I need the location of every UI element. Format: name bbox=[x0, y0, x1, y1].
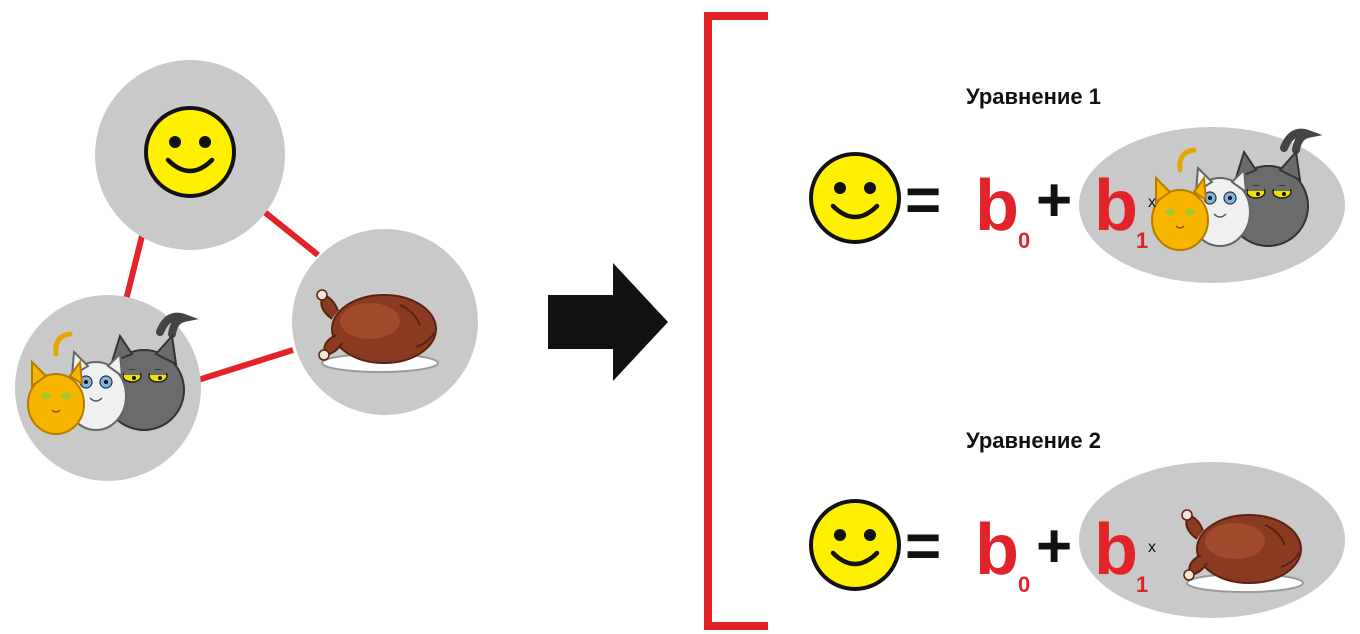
node-smiley bbox=[95, 60, 285, 250]
edge-smiley-cats bbox=[126, 236, 142, 300]
equation-1-smiley bbox=[811, 154, 899, 242]
equation-1-b0-subscript: 0 bbox=[1018, 230, 1030, 252]
equation-1-b0: b bbox=[975, 170, 1019, 242]
smiley-icon bbox=[146, 108, 234, 196]
equation-2-b0-subscript: 0 bbox=[1018, 574, 1030, 596]
equation-1-plus: + bbox=[1036, 170, 1072, 232]
smiley-icon bbox=[811, 501, 899, 589]
equation-2-equals: = bbox=[905, 516, 941, 578]
equation-2-smiley bbox=[811, 501, 899, 589]
equation-2-b0: b bbox=[975, 514, 1019, 586]
equation-1-title: Уравнение 1 bbox=[966, 84, 1101, 110]
equation-2-plus: + bbox=[1036, 516, 1072, 578]
smiley-icon bbox=[811, 154, 899, 242]
equation-1-b1-subscript: 1 bbox=[1136, 230, 1148, 252]
equation-2-b1-subscript: 1 bbox=[1136, 574, 1148, 596]
edge-smiley-chicken bbox=[262, 210, 318, 255]
equation-1-b1: b bbox=[1094, 170, 1138, 242]
equation-2-times: x bbox=[1148, 540, 1156, 556]
equation-2-title: Уравнение 2 bbox=[966, 428, 1101, 454]
node-cats bbox=[15, 295, 201, 481]
equation-1-times: x bbox=[1148, 195, 1156, 211]
red-bracket bbox=[708, 16, 768, 626]
equation-2-b1: b bbox=[1094, 514, 1138, 586]
equation-1-equals: = bbox=[905, 170, 941, 232]
node-chicken bbox=[292, 229, 478, 415]
right-arrow-icon bbox=[548, 263, 668, 381]
edge-cats-chicken bbox=[198, 350, 293, 380]
